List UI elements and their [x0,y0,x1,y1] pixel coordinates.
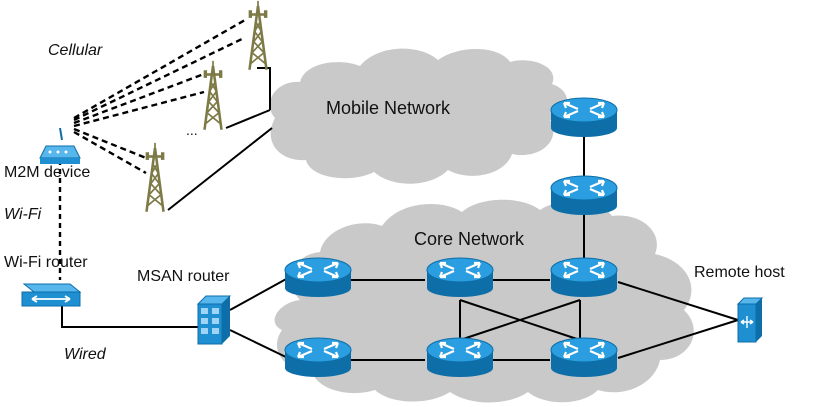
core-network-label: Core Network [414,229,525,249]
mobile-network-cloud [269,48,568,184]
msan-router-icon [196,295,232,345]
remote-host-icon [736,297,764,343]
core-router-icon [549,336,619,379]
core-router-icon [549,256,619,299]
core-router-icon [549,174,619,217]
cell-tower-icon [144,141,166,214]
m2m-device-icon [39,127,81,164]
core-router-icon [549,96,619,139]
cellular-label: Cellular [48,42,103,59]
msan-router-label: MSAN router [137,268,230,285]
wifi-router-label: Wi-Fi router [4,254,88,271]
remote-host-label: Remote host [694,264,785,281]
more-towers-ellipsis: ... [186,122,198,138]
wifi-router-icon [21,283,82,307]
wifi-label: Wi-Fi [4,206,42,223]
core-router-icon [283,256,353,299]
wired-links [61,67,739,361]
m2m-device-label: M2M device [4,164,91,181]
core-router-icon [425,256,495,299]
cellular-links [73,18,246,175]
core-router-icon [283,336,353,379]
cell-tower-icon [247,0,269,72]
mobile-network-label: Mobile Network [326,98,451,118]
core-router-icon [425,336,495,379]
cell-tower-icon [202,59,224,132]
wired-label: Wired [64,346,106,363]
